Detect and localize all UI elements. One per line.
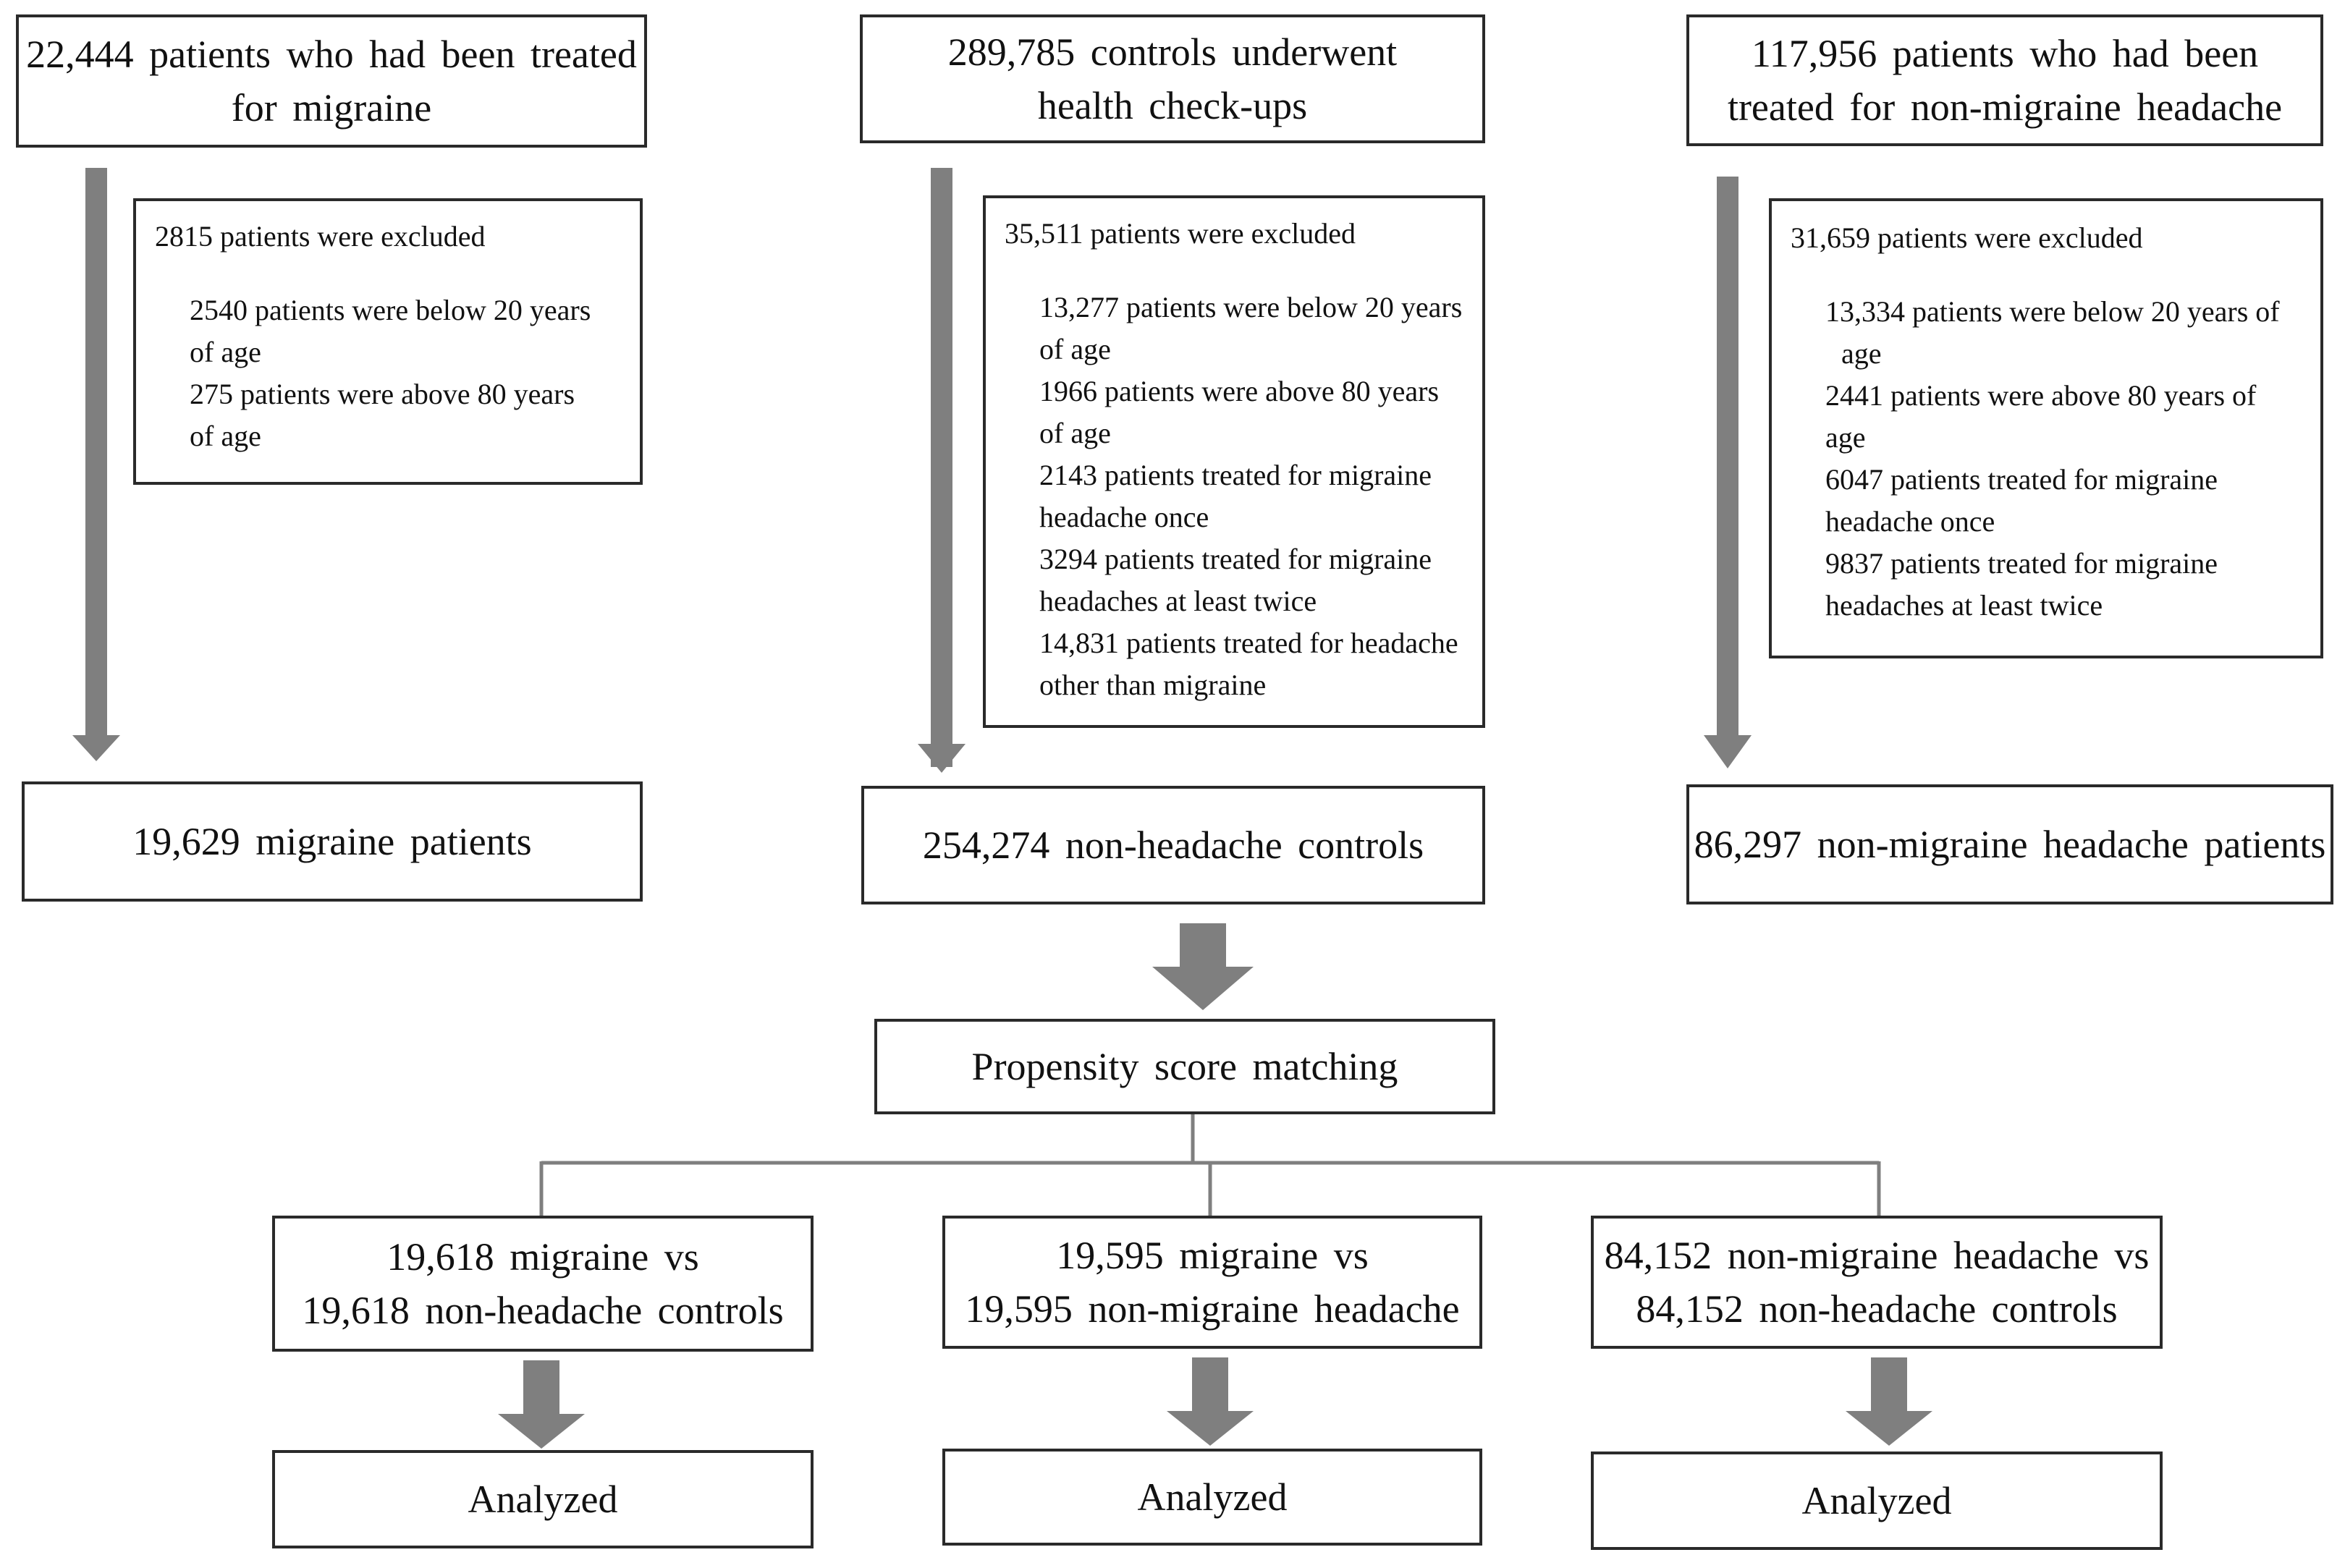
arrow-controls-flow — [918, 168, 966, 773]
comparison-box-2: 19,595 migraine vs 19,595 non-migraine h… — [942, 1216, 1482, 1349]
comparison-3-line-1: 84,152 non-migraine headache vs — [1604, 1234, 2150, 1277]
arrow-comparison-2-analyzed — [1167, 1357, 1254, 1446]
nonmigraine-source-box: 117,956 patients who had been treated fo… — [1686, 14, 2323, 146]
migraine-exclusion-header: 2815 patients were excluded — [155, 220, 486, 253]
controls-exclusion-header: 35,511 patients were excluded — [1005, 217, 1356, 250]
comparison-3-line-2: 84,152 non-headache controls — [1636, 1287, 2118, 1331]
nonmigraine-result-box: 86,297 non-migraine headache patients — [1686, 784, 2333, 904]
controls-source-line-2: health check-ups — [1037, 84, 1308, 127]
controls-exclusion-item: 13,277 patients were below 20 years — [1039, 291, 1463, 323]
nonmigraine-exclusion-item: 6047 patients treated for migraine — [1825, 463, 2218, 496]
nonmigraine-exclusion-item: 9837 patients treated for migraine — [1825, 547, 2218, 580]
arrow-migraine-flow — [72, 168, 120, 761]
analyzed-2-text: Analyzed — [1137, 1475, 1288, 1519]
nonmigraine-exclusion-item: headache once — [1825, 505, 1995, 538]
migraine-source-line-2: for migraine — [231, 86, 432, 130]
controls-exclusion-item: of age — [1039, 417, 1111, 449]
nonmigraine-exclusion-item: 13,334 patients were below 20 years of — [1825, 295, 2280, 328]
arrow-nonmigraine-flow — [1704, 177, 1752, 768]
controls-exclusion-item: 14,831 patients treated for headache — [1039, 627, 1458, 659]
controls-exclusion-item: 2143 patients treated for migraine — [1039, 459, 1432, 491]
arrow-to-matching — [1152, 923, 1254, 1010]
controls-exclusion-item: headaches at least twice — [1039, 585, 1317, 617]
analyzed-3-text: Analyzed — [1801, 1479, 1952, 1522]
controls-exclusion-box: 35,511 patients were excluded 13,277 pat… — [983, 195, 1485, 728]
nonmigraine-exclusion-header: 31,659 patients were excluded — [1791, 221, 2143, 254]
comparison-2-line-1: 19,595 migraine vs — [1056, 1234, 1369, 1277]
nonmigraine-result-text: 86,297 non-migraine headache patients — [1694, 823, 2326, 866]
migraine-exclusion-item: 2540 patients were below 20 years — [190, 294, 591, 326]
comparison-1-line-1: 19,618 migraine vs — [386, 1235, 699, 1279]
controls-exclusion-item: headache once — [1039, 501, 1209, 533]
arrow-comparison-3-analyzed — [1846, 1357, 1932, 1446]
analyzed-box-2: Analyzed — [942, 1449, 1482, 1546]
migraine-exclusion-box: 2815 patients were excluded 2540 patient… — [133, 198, 643, 485]
nonmigraine-exclusion-item: age — [1841, 337, 1882, 370]
migraine-result-box: 19,629 migraine patients — [22, 781, 643, 902]
migraine-exclusion-item: 275 patients were above 80 years — [190, 378, 575, 410]
nonmigraine-source-line-1: 117,956 patients who had been — [1751, 32, 2259, 75]
migraine-exclusion-item: of age — [190, 336, 261, 368]
controls-result-box: 254,274 non-headache controls — [861, 786, 1485, 904]
nonmigraine-source-line-2: treated for non-migraine headache — [1727, 85, 2283, 129]
propensity-matching-box: Propensity score matching — [874, 1019, 1495, 1114]
migraine-source-line-1: 22,444 patients who had been treated — [26, 33, 637, 76]
controls-result-text: 254,274 non-headache controls — [922, 823, 1424, 867]
comparison-box-1: 19,618 migraine vs 19,618 non-headache c… — [272, 1216, 814, 1352]
controls-source-line-1: 289,785 controls underwent — [947, 30, 1398, 74]
migraine-source-box: 22,444 patients who had been treated for… — [16, 14, 647, 148]
controls-exclusion-item: 3294 patients treated for migraine — [1039, 543, 1432, 575]
analyzed-box-3: Analyzed — [1591, 1452, 2163, 1550]
migraine-exclusion-item: of age — [190, 420, 261, 452]
controls-exclusion-item: of age — [1039, 333, 1111, 365]
comparison-box-3: 84,152 non-migraine headache vs 84,152 n… — [1591, 1216, 2163, 1349]
comparison-2-line-2: 19,595 non-migraine headache — [965, 1287, 1460, 1331]
analyzed-box-1: Analyzed — [272, 1450, 814, 1548]
nonmigraine-exclusion-box: 31,659 patients were excluded 13,334 pat… — [1769, 198, 2323, 658]
migraine-result-text: 19,629 migraine patients — [132, 820, 532, 863]
arrow-comparison-1-analyzed — [498, 1360, 585, 1449]
comparison-1-line-2: 19,618 non-headache controls — [302, 1289, 784, 1332]
nonmigraine-exclusion-item: headaches at least twice — [1825, 589, 2103, 622]
controls-source-box: 289,785 controls underwent health check-… — [860, 14, 1485, 143]
nonmigraine-exclusion-item: age — [1825, 421, 1866, 454]
propensity-matching-text: Propensity score matching — [971, 1045, 1398, 1088]
controls-exclusion-item: 1966 patients were above 80 years — [1039, 375, 1440, 407]
controls-exclusion-item: other than migraine — [1039, 669, 1267, 701]
matching-branch-connector — [539, 1114, 1881, 1216]
analyzed-1-text: Analyzed — [468, 1478, 618, 1521]
nonmigraine-exclusion-item: 2441 patients were above 80 years of — [1825, 379, 2257, 412]
